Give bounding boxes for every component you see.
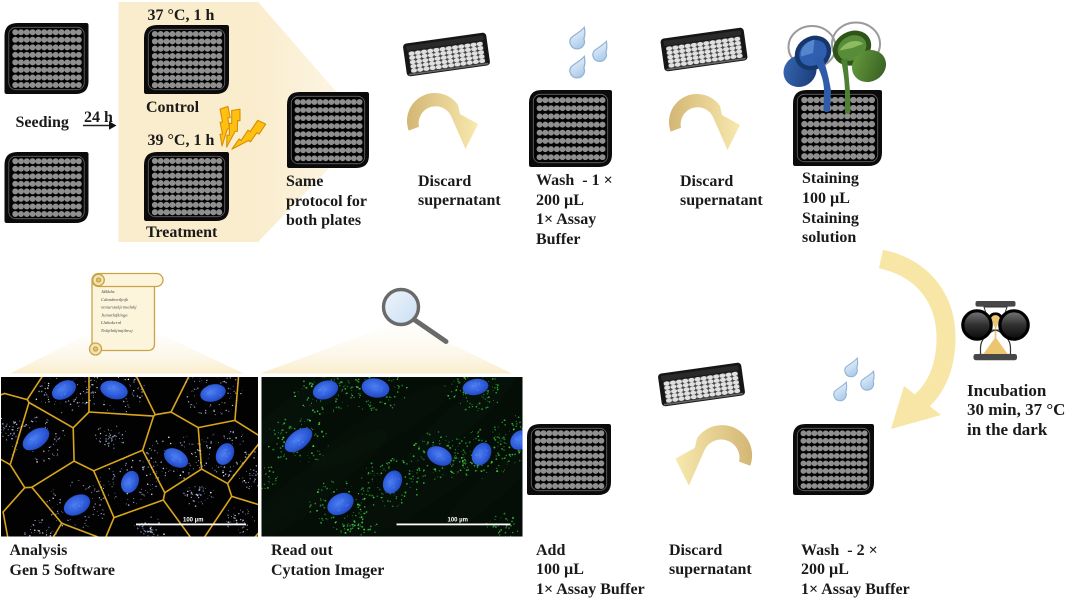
svg-text:Cdandmetljnjk: Cdandmetljnjk xyxy=(101,297,129,302)
svg-text:100 µm: 100 µm xyxy=(183,518,203,524)
svg-text:Jtanatlafkinga: Jtanatlafkinga xyxy=(101,312,128,317)
svg-text:Llahakcrnl: Llahakcrnl xyxy=(100,320,122,325)
svg-text:Jdkkda:: Jdkkda: xyxy=(101,289,116,294)
svg-text:onnurstakjcnnalakj: onnurstakjcnnalakj xyxy=(101,305,137,310)
svg-text:Nvkjtlnkjimjtlnwj: Nvkjtlnkjimjtlnwj xyxy=(100,328,133,333)
svg-text:100 µm: 100 µm xyxy=(448,518,468,524)
